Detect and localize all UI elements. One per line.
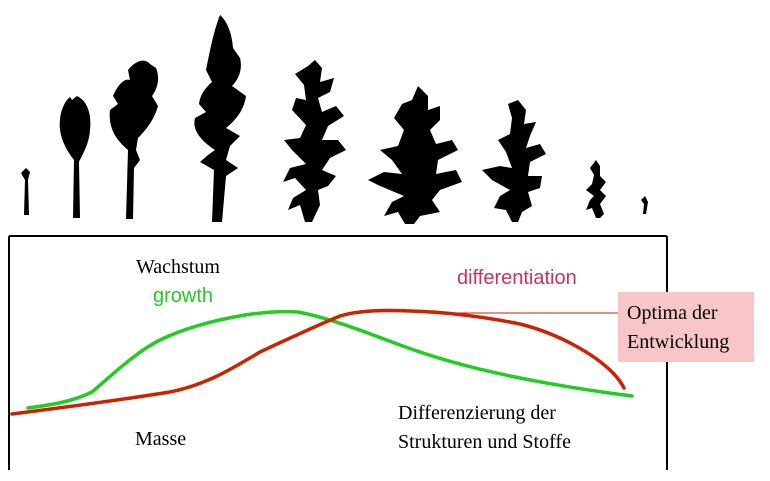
plant-silhouette-icon [482,100,546,222]
optima-callout-box: Optima der Entwicklung [618,292,754,362]
plant-silhouette-icon [194,15,246,222]
differentiation-label: differentiation [457,267,577,289]
callout-line1: Optima der [627,302,718,324]
plant-silhouette-icon [109,60,159,219]
differentiation-curve [10,308,626,416]
plant-silhouette-icon [21,168,30,215]
differenzierung-label-line1: Differenzierung der [398,402,556,424]
differenzierung-label-line2: Strukturen und Stoffe [398,431,571,453]
plant-silhouette-icon [368,86,462,224]
plant-silhouette-icon [59,96,91,218]
plant-silhouettes [21,15,648,224]
growth-curve [26,309,634,410]
masse-label: Masse [135,428,187,450]
growth-label: growth [153,285,214,307]
wachstum-label: Wachstum [136,256,220,278]
plant-silhouette-icon [641,196,648,214]
callout-line2: Entwicklung [627,331,730,353]
plant-silhouette-icon [283,60,346,222]
plant-silhouette-icon [586,160,606,218]
